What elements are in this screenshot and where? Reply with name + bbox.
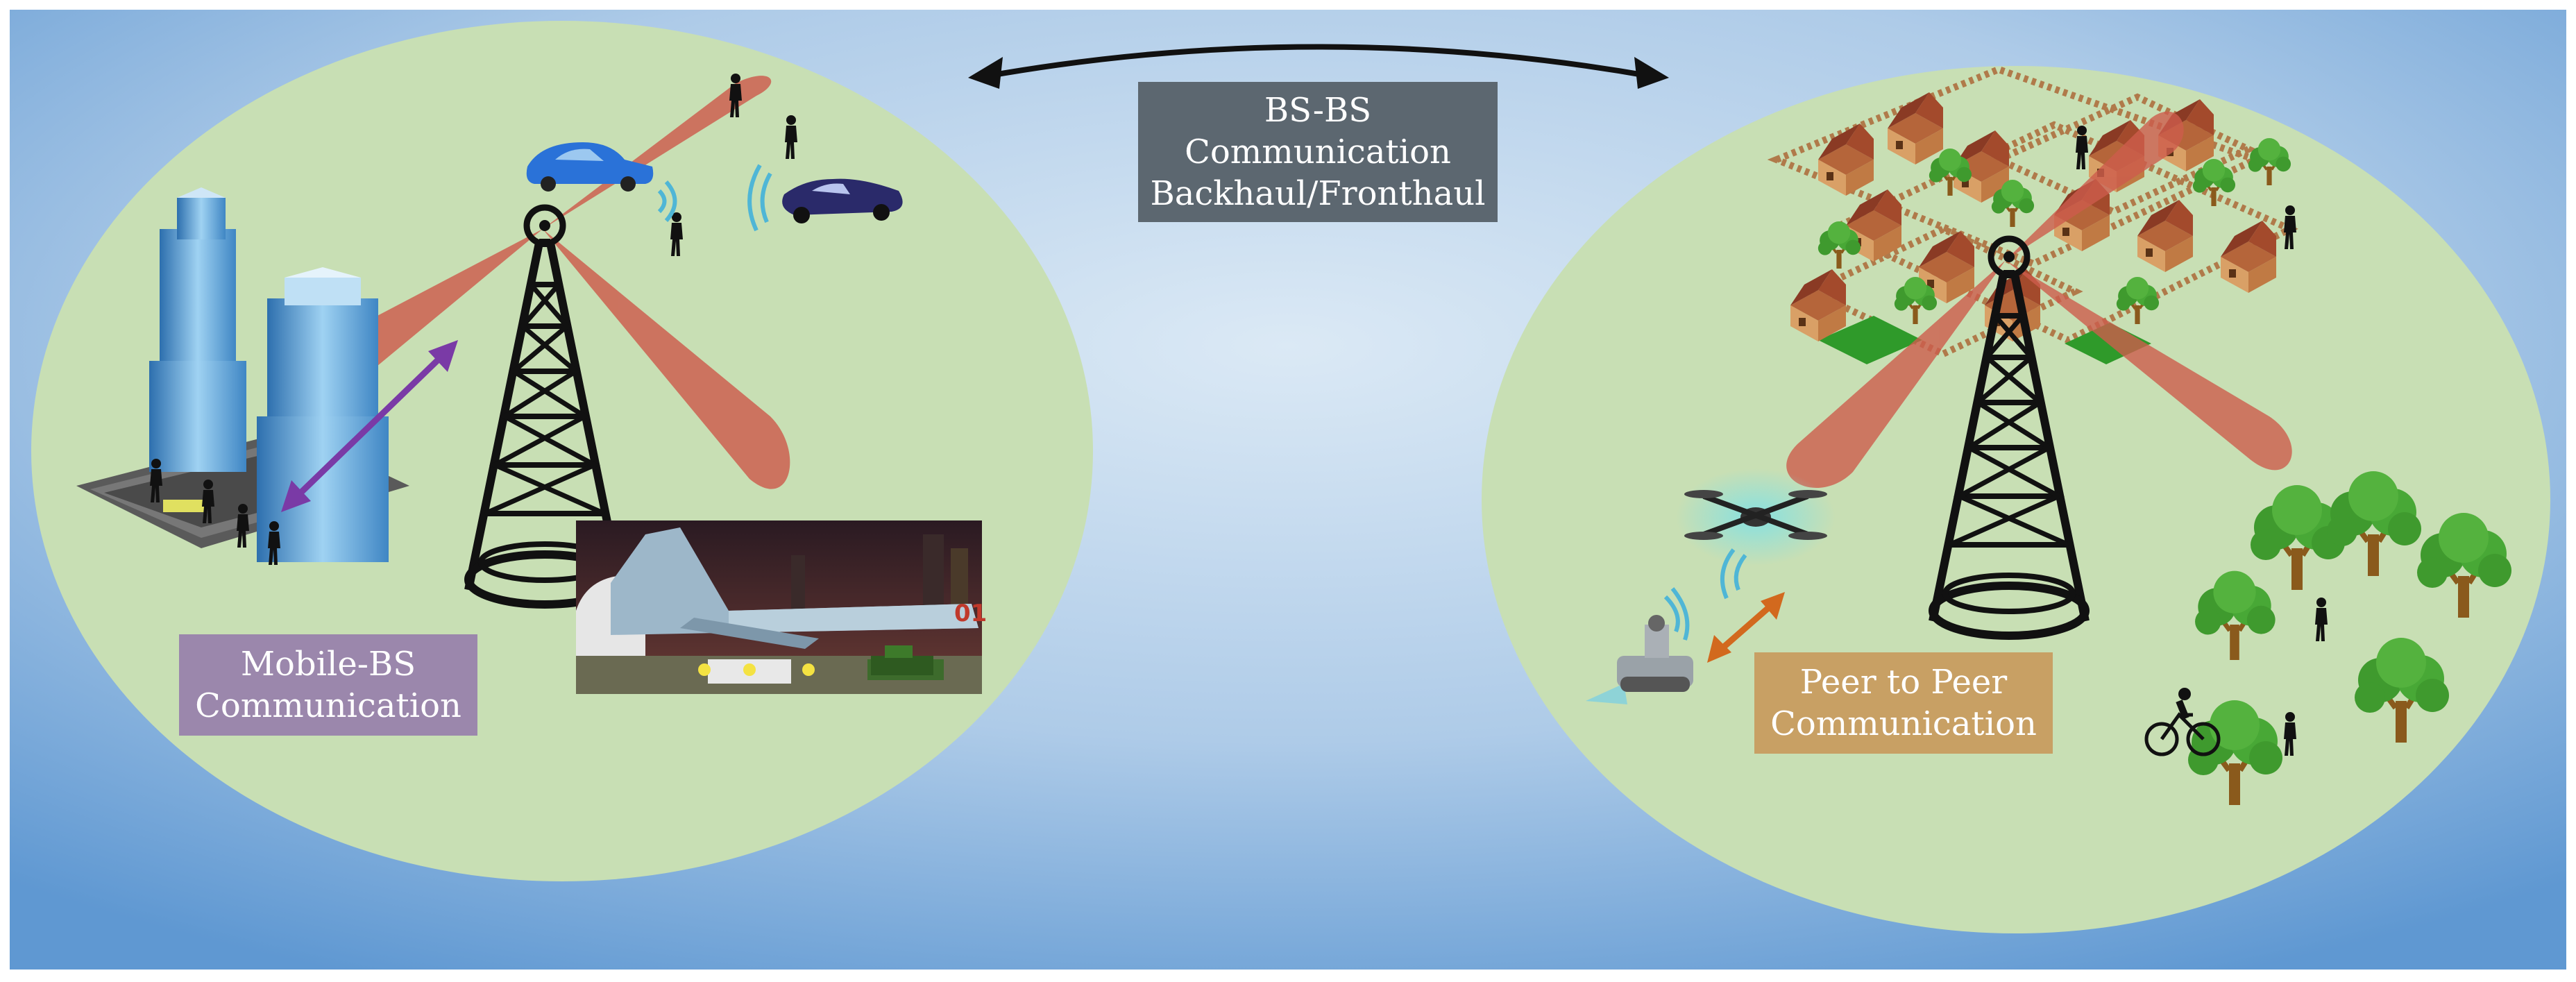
mobile-bs-label: Mobile-BS Communication: [179, 634, 477, 736]
bs-bs-arrow: [968, 44, 1669, 89]
mobile-bs-line-1: Mobile-BS: [240, 645, 416, 684]
car-icon: [526, 142, 654, 192]
signal-icon: [657, 164, 772, 232]
right-cell: [1482, 66, 2550, 933]
p2p-line-2: Communication: [1770, 704, 2037, 743]
svg-text:01: 01: [954, 600, 987, 627]
p2p-arrow: [1707, 592, 1785, 663]
mobile-bs-arrow: [281, 340, 458, 512]
car-icon: [782, 178, 903, 223]
skyscraper-group: [76, 187, 409, 562]
signal-icon: [1663, 548, 1747, 641]
bicycle-icon: [2144, 688, 2221, 756]
bs-bs-line-1: BS-BS: [1264, 91, 1372, 130]
bs-bs-label: BS-BS Communication Backhaul/Fronthaul: [1138, 82, 1498, 222]
drone-icon: [1676, 468, 1836, 566]
mobile-bs-line-2: Communication: [195, 686, 461, 725]
tank-icon: [871, 645, 933, 675]
bs-bs-line-3: Backhaul/Fronthaul: [1150, 174, 1486, 213]
bs-bs-line-2: Communication: [1185, 133, 1451, 171]
p2p-line-1: Peer to Peer: [1799, 663, 2008, 702]
right-beams: [1786, 111, 2292, 488]
peer-to-peer-label: Peer to Peer Communication: [1754, 652, 2053, 754]
robot-icon: [1586, 615, 1693, 704]
